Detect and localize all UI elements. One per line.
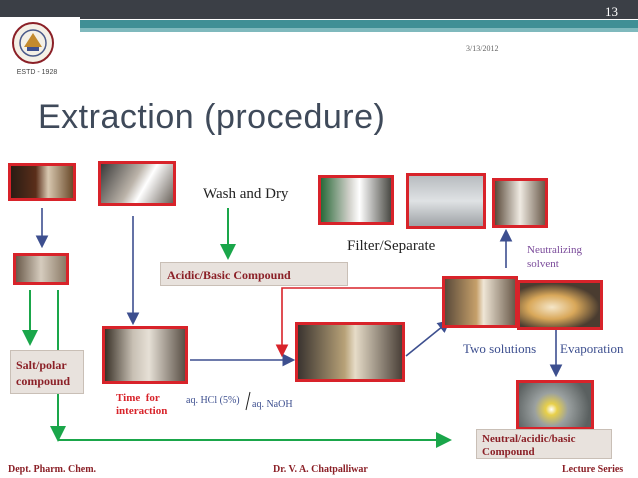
label-neutralizing: Neutralizing	[527, 244, 582, 256]
photo-filter	[406, 173, 486, 229]
photo-crystals	[516, 380, 594, 430]
header-bar	[0, 0, 638, 19]
page-title: Extraction (procedure)	[38, 98, 386, 136]
label-time-for: Time for	[116, 392, 160, 404]
footer-department: Dept. Pharm. Chem.	[8, 464, 97, 475]
photo-wash-dry	[318, 175, 394, 225]
photo-two-solutions	[442, 276, 518, 328]
label-reagent-hcl: aq. HCl (5%)	[186, 395, 240, 406]
label-interaction: interaction	[116, 405, 168, 417]
photo-funnel-small	[13, 253, 69, 285]
footer-series: Lecture Series	[562, 464, 624, 475]
arrow-photo9-to-photo5-red	[275, 287, 444, 358]
photo-shaking	[98, 161, 176, 206]
box-acidic-basic-compound: Acidic/Basic Compound	[160, 262, 348, 286]
photo-tube-solution	[295, 322, 405, 382]
photo-beakers	[8, 163, 76, 201]
box-salt-polar-compound: Salt/polar compound	[10, 350, 84, 394]
header-accent-line	[0, 28, 638, 32]
label-evaporation: Evaporation	[560, 341, 624, 356]
box-neutral-compound: Neutral/acidic/basic Compound	[476, 429, 612, 459]
footer-author: Dr. V. A. Chatpalliwar	[273, 464, 368, 475]
label-solvent: solvent	[527, 258, 559, 270]
arrow-photo5-to-photo9	[405, 319, 451, 357]
label-wash-dry: Wash and Dry	[203, 186, 289, 202]
photo-neutralizing-tube	[492, 178, 548, 228]
photo-separating-funnel	[102, 326, 188, 384]
logo-seal-icon	[12, 22, 54, 64]
box-salt-polar-line1: Salt/polar	[16, 358, 67, 372]
label-filter-separate: Filter/Separate	[347, 238, 436, 254]
logo-estd: ESTD - 1928	[16, 69, 58, 76]
college-logo: ESTD - 1928	[0, 17, 80, 83]
box-acidic-basic-text: Acidic/Basic Compound	[167, 268, 291, 282]
box-neutral-line1: Neutral/acidic/basic	[482, 433, 576, 445]
box-neutral-line2: Compound	[482, 446, 535, 458]
label-reagent-naoh: aq. NaOH	[252, 399, 293, 410]
reagent-divider-line	[245, 391, 251, 411]
slide-date: 3/13/2012	[466, 44, 499, 53]
box-salt-polar-line2: compound	[16, 374, 71, 388]
photo-evaporation-dish	[517, 280, 603, 330]
slide-number: 13	[605, 4, 618, 19]
label-two-solutions: Two solutions	[463, 341, 537, 356]
header-accent-bar	[70, 20, 638, 28]
